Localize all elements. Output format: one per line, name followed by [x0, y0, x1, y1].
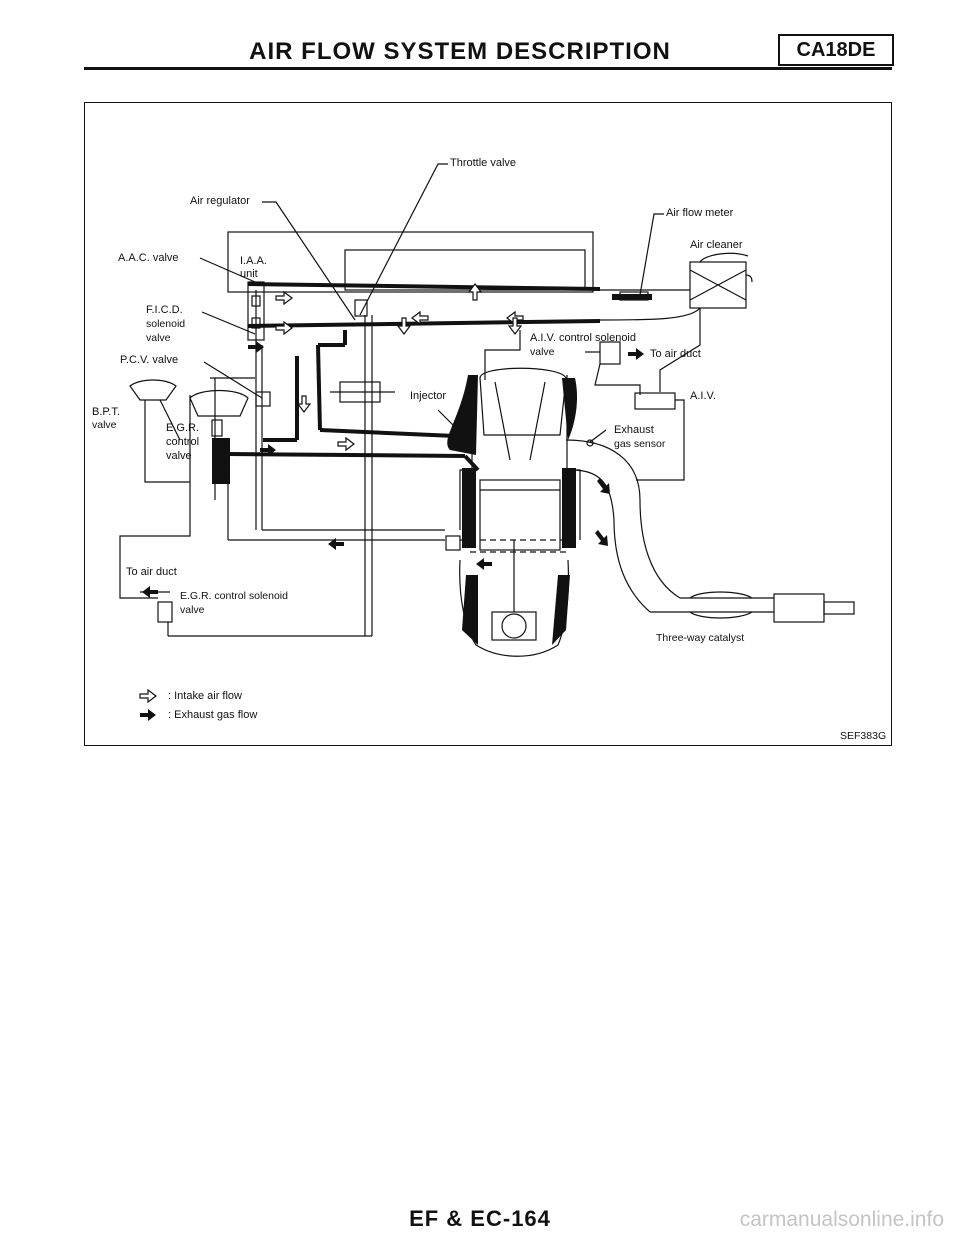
iaa-unit-label-1: I.A.A.	[240, 255, 267, 267]
watermark: carmanualsonline.info	[739, 1208, 944, 1231]
bpt-label-1: B.P.T.	[92, 406, 120, 418]
aiv-solenoid-label-2: valve	[530, 346, 555, 358]
exhaust-legend-arrow	[140, 709, 156, 721]
intake-arrow	[337, 436, 355, 452]
throttle-valve-label: Throttle valve	[450, 157, 517, 169]
three-way-catalyst-label: Three-way catalyst	[656, 632, 745, 644]
page-number: EF & EC-164	[409, 1206, 551, 1231]
aac-valve-label: A.A.C. valve	[118, 252, 179, 264]
injector-label: Injector	[410, 390, 447, 402]
legend-intake: : Intake air flow	[168, 690, 242, 702]
air-regulator-label: Air regulator	[190, 195, 250, 207]
intake-arrow	[396, 317, 412, 335]
iaa-unit-label-2: unit	[240, 268, 258, 280]
bpt-label-2: valve	[92, 419, 117, 431]
exhaust-sensor-label-2: gas sensor	[614, 438, 666, 450]
exhaust-arrow	[628, 348, 644, 360]
egr-solenoid-label-1: E.G.R. control solenoid	[180, 590, 288, 602]
ficd-label-3: valve	[146, 332, 171, 344]
figure-code: SEF383G	[840, 730, 887, 742]
leader-pcv	[203, 361, 263, 399]
exhaust-arrow	[595, 530, 608, 546]
exhaust-sensor-label-1: Exhaust	[614, 424, 654, 436]
exhaust-arrow	[476, 558, 492, 570]
air-flow-meter-label: Air flow meter	[666, 207, 734, 219]
egr-valve-label-2: control	[166, 436, 200, 448]
exhaust-arrow	[248, 341, 264, 353]
exhaust-arrow	[142, 586, 158, 598]
intake-arrow	[275, 320, 293, 336]
exhaust-arrow	[260, 444, 276, 456]
exhaust-arrow	[218, 460, 230, 476]
intake-arrow	[296, 395, 312, 413]
intake-arrow	[411, 310, 429, 326]
legend-exhaust: : Exhaust gas flow	[168, 709, 258, 721]
aiv-label: A.I.V.	[690, 390, 716, 402]
intake-arrow	[507, 317, 523, 335]
page-title: AIR FLOW SYSTEM DESCRIPTION	[249, 38, 671, 65]
diagram-frame	[84, 102, 892, 746]
exhaust-arrow	[597, 478, 610, 494]
egr-solenoid-label-2: valve	[180, 604, 205, 616]
to-air-duct-right-label: To air duct	[650, 348, 701, 360]
to-air-duct-left-label: To air duct	[126, 566, 177, 578]
intake-arrow	[467, 283, 483, 301]
leader-throttle	[359, 163, 448, 316]
egr-valve-label-1: E.G.R.	[166, 422, 200, 434]
intake-arrow	[275, 290, 293, 306]
pcv-valve-label: P.C.V. valve	[120, 354, 179, 366]
exhaust-arrow	[328, 538, 344, 550]
egr-valve-label-3: valve	[166, 450, 192, 462]
leader-air-regulator	[262, 201, 356, 321]
title-rule	[84, 67, 892, 70]
engine-badge: CA18DE	[778, 34, 894, 66]
ficd-label-1: F.I.C.D.	[146, 304, 183, 316]
air-cleaner-label: Air cleaner	[690, 239, 743, 251]
aiv-solenoid-label-1: A.I.V. control solenoid	[530, 332, 636, 344]
ficd-label-2: solenoid	[146, 318, 186, 330]
leader-ficd	[201, 311, 256, 335]
leader-air-flow-meter	[639, 213, 664, 296]
intake-legend-arrow	[139, 688, 157, 704]
